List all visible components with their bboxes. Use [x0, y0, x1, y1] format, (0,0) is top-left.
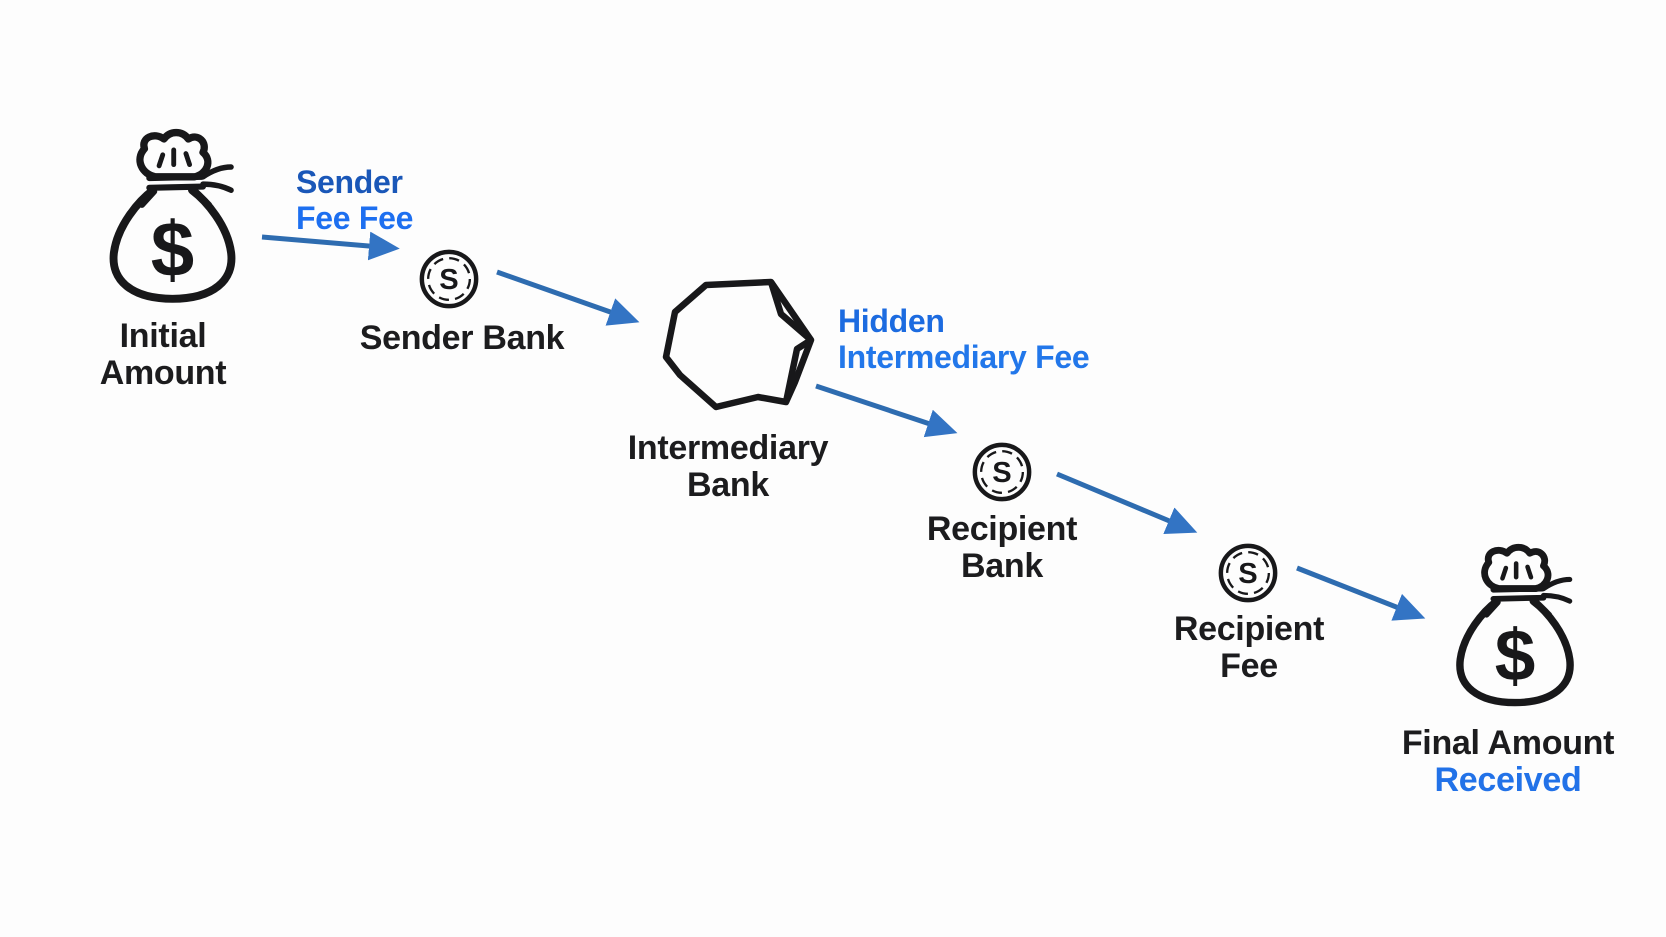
label-line: Bank: [961, 547, 1043, 585]
initial-amount-label: Initial Amount: [13, 318, 313, 392]
recipient-fee-label: Recipient Fee: [1099, 611, 1399, 685]
coin-letter: S: [1238, 558, 1257, 590]
label-line: Final Amount: [1401, 724, 1615, 762]
label-line: Fee Fee: [296, 200, 414, 236]
final-amount-label: Final Amount Received: [1358, 725, 1658, 799]
label-line: Recipient: [1173, 610, 1325, 648]
label-line: Hidden: [838, 303, 945, 339]
dollar-symbol: $: [151, 205, 194, 293]
sender-bank-coin-icon: S: [417, 247, 481, 311]
sender-fee-label: Sender Fee Fee: [296, 164, 413, 236]
recipient-bank-label: Recipient Bank: [852, 511, 1152, 585]
label-line: Intermediary: [627, 429, 829, 467]
arrow-initial-to-sender-bank: [261, 231, 400, 261]
arrow-sender-bank-to-intermediary: [496, 269, 640, 326]
coin-letter: S: [992, 457, 1011, 489]
label-line: Intermediary Fee: [838, 339, 1090, 375]
sender-bank-label: Sender Bank: [312, 320, 612, 357]
label-line: Sender: [296, 164, 403, 200]
label-line: Sender Bank: [359, 319, 565, 357]
dollar-symbol: $: [1495, 615, 1536, 696]
label-line: Received: [1434, 761, 1582, 799]
arrow-intermediary-to-recipient-bank: [815, 383, 958, 438]
recipient-bank-coin-icon: S: [970, 440, 1034, 504]
coin-letter: S: [439, 264, 458, 296]
money-bag-icon: $: [99, 128, 246, 311]
intermediary-bank-icon: [661, 276, 817, 414]
label-line: Amount: [99, 354, 227, 392]
label-line: Fee: [1220, 647, 1278, 685]
intermediary-bank-label: Intermediary Bank: [578, 430, 878, 504]
label-line: Bank: [687, 466, 769, 504]
hidden-intermediary-fee-label: Hidden Intermediary Fee: [838, 303, 1090, 375]
arrow-recipient-fee-to-final: [1296, 565, 1426, 621]
final-money-bag-icon: $: [1446, 543, 1584, 714]
label-line: Recipient: [926, 510, 1078, 548]
recipient-fee-coin-icon: S: [1216, 541, 1280, 605]
label-line: Initial: [119, 317, 207, 355]
